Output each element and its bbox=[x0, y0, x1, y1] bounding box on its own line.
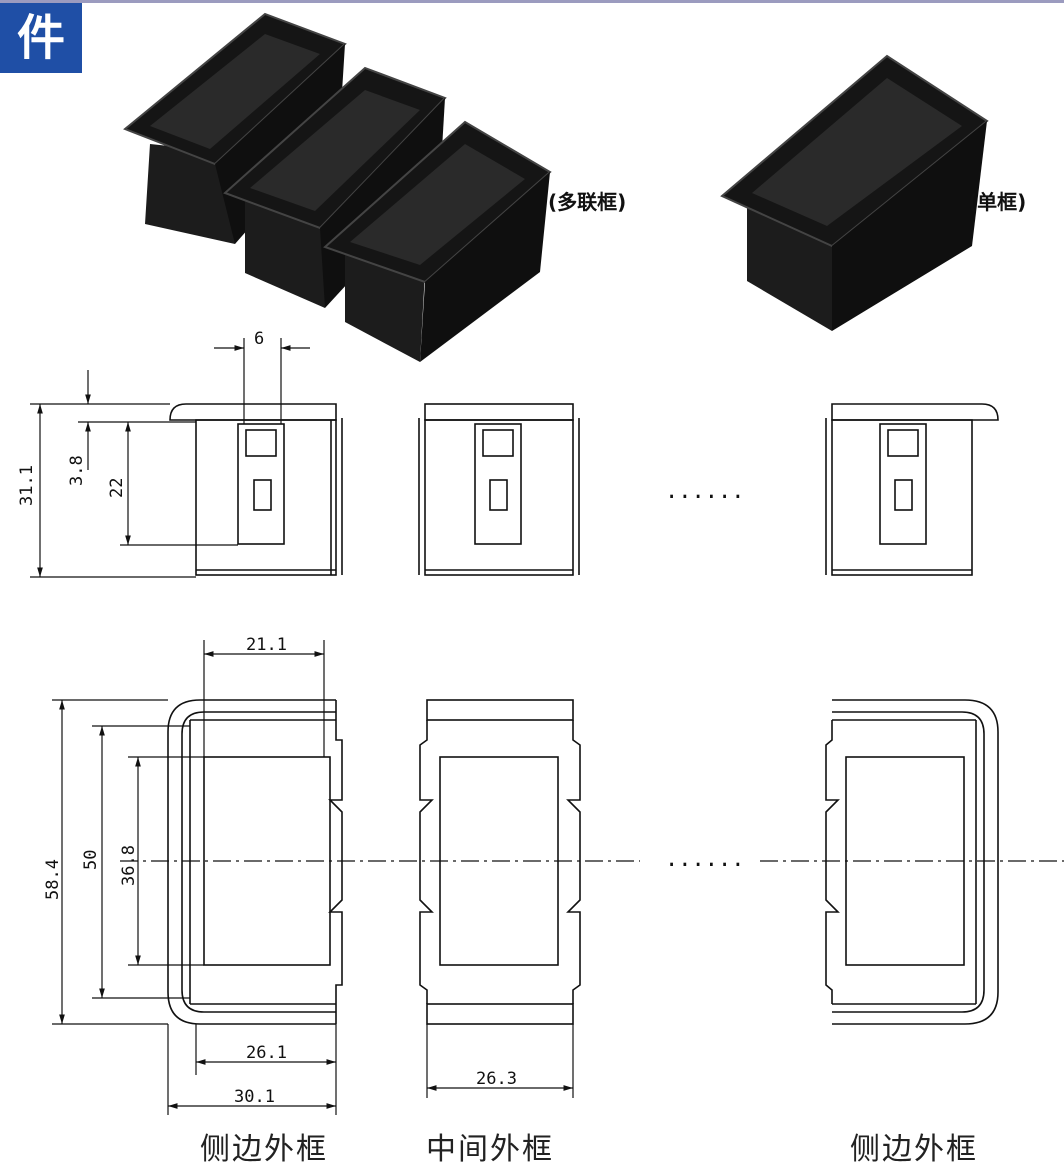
single-frame-photo bbox=[720, 54, 989, 331]
front-view bbox=[169, 403, 999, 576]
dim-width-26-3: 26.3 bbox=[476, 1069, 517, 1089]
front-ellipsis: ...... bbox=[665, 479, 744, 504]
top-rule bbox=[0, 0, 1064, 3]
section-badge: 件 bbox=[0, 3, 82, 73]
multi-frame-label: (多联框) bbox=[548, 190, 627, 214]
dim-width-21-1: 21.1 bbox=[246, 635, 287, 655]
caption-right-side-frame: 侧边外框 bbox=[850, 1132, 978, 1167]
dim-height-50: 50 bbox=[81, 850, 101, 870]
caption-left-side-frame: 侧边外框 bbox=[200, 1132, 328, 1167]
caption-middle-frame: 中间外框 bbox=[426, 1132, 554, 1167]
top-ellipsis: ...... bbox=[665, 847, 744, 872]
dim-height-22: 22 bbox=[107, 478, 127, 498]
dim-width-6: 6 bbox=[254, 329, 264, 349]
dim-height-36-8: 36.8 bbox=[119, 845, 139, 886]
dim-height-31-1: 31.1 bbox=[17, 465, 37, 506]
top-dimensions bbox=[52, 640, 574, 1115]
dim-height-58-4: 58.4 bbox=[43, 859, 63, 900]
front-dimensions bbox=[30, 338, 310, 578]
dim-height-3-8: 3.8 bbox=[67, 455, 87, 486]
single-frame-label: (单框) bbox=[968, 190, 1027, 214]
dim-width-30-1: 30.1 bbox=[234, 1087, 275, 1107]
multi-frame-photo bbox=[123, 12, 552, 362]
dim-width-26-1: 26.1 bbox=[246, 1043, 287, 1063]
top-view bbox=[167, 699, 999, 1025]
